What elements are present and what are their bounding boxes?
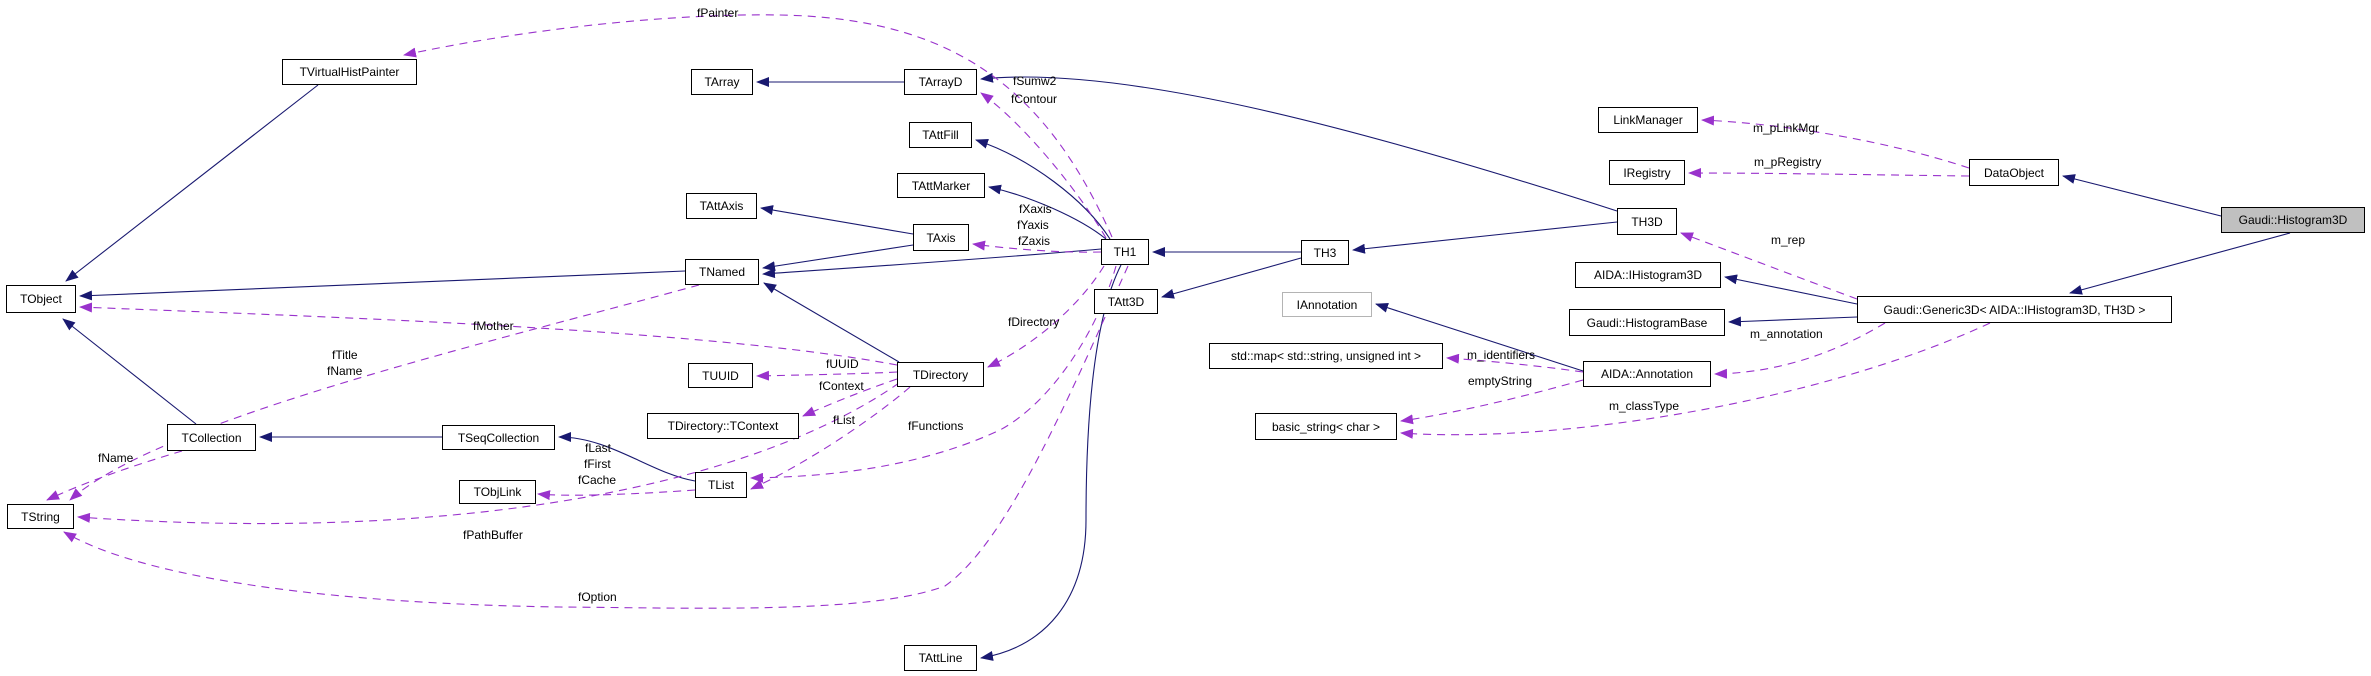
edge-label-m-pregistry: m_pRegistry — [1754, 155, 1822, 169]
edge-label-fcontext: fContext — [819, 379, 864, 393]
edge-label-m-plinkmgr: m_pLinkMgr — [1753, 121, 1820, 135]
edge-label-fmother: fMother — [473, 319, 514, 333]
node-taxis[interactable]: TAxis — [913, 224, 969, 251]
node-linkmanager[interactable]: LinkManager — [1598, 107, 1698, 133]
edge-tcollection-tobject — [62, 318, 197, 425]
edge-taxis-tattaxis — [760, 205, 914, 235]
node-tattfill[interactable]: TAttFill — [909, 122, 972, 148]
edge-fname — [46, 450, 183, 501]
edge-m-plinkmgr — [1701, 115, 1970, 169]
edge-label-fzaxis: fZaxis — [1018, 234, 1051, 248]
node-tattmarker[interactable]: TAttMarker — [897, 173, 985, 198]
node-tlist[interactable]: TList — [695, 472, 747, 498]
edge-emptystring — [1400, 379, 1584, 425]
edge-fxyz-axis — [972, 240, 1102, 253]
edge-label-ffirst: fFirst — [584, 457, 611, 471]
edge-th1-tattfill — [975, 139, 1111, 240]
edge-th3d-th3 — [1352, 221, 1618, 254]
edge-fpathbuffer — [77, 382, 900, 525]
node-aida-ihistogram3d[interactable]: AIDA::IHistogram3D — [1575, 262, 1721, 288]
node-iannotation[interactable]: IAnnotation — [1282, 292, 1372, 317]
edge-m-classtype — [1400, 322, 1991, 439]
edge-label-fyaxis: fYaxis — [1017, 218, 1049, 232]
node-tobjlink[interactable]: TObjLink — [459, 480, 536, 504]
node-tattline[interactable]: TAttLine — [904, 645, 977, 671]
edge-fpainter — [403, 14, 1113, 238]
edge-th1-tnamed — [762, 248, 1102, 279]
node-aida-annotation[interactable]: AIDA::Annotation — [1583, 361, 1711, 387]
edge-aidaannotation-iannotation — [1375, 302, 1584, 372]
edge-fcontext — [802, 378, 898, 417]
edge-flast-ffirst-fcache — [537, 489, 696, 501]
edge-generic3d-histogrambase — [1728, 316, 1858, 327]
node-iregistry[interactable]: IRegistry — [1609, 160, 1685, 185]
edge-th1-tattline — [980, 264, 1122, 661]
node-th3[interactable]: TH3 — [1301, 240, 1349, 265]
node-tarray[interactable]: TArray — [691, 69, 753, 95]
node-dataobject[interactable]: DataObject — [1969, 159, 2059, 186]
node-tvirtualhistpainter[interactable]: TVirtualHistPainter — [282, 59, 417, 85]
node-tstring[interactable]: TString — [7, 504, 74, 529]
node-gaudi-histogrambase[interactable]: Gaudi::HistogramBase — [1569, 309, 1725, 336]
node-tarrayd[interactable]: TArrayD — [904, 69, 977, 95]
edge-th3d-tarrayd — [980, 72, 1618, 212]
node-tobject[interactable]: TObject — [6, 285, 76, 313]
node-th3d[interactable]: TH3D — [1617, 208, 1677, 235]
edge-label-flast: fLast — [585, 441, 612, 455]
node-basic-string[interactable]: basic_string< char > — [1255, 413, 1397, 440]
edge-label-ffunctions: fFunctions — [908, 419, 964, 433]
edge-label-fcache: fCache — [578, 473, 617, 487]
node-tdirectory-tcontext[interactable]: TDirectory::TContext — [647, 413, 799, 439]
edge-m-identifiers — [1446, 353, 1584, 373]
node-stdmap[interactable]: std::map< std::string, unsigned int > — [1209, 343, 1443, 369]
edge-label-fuuid: fUUID — [826, 357, 859, 371]
node-tseqcollection[interactable]: TSeqCollection — [442, 425, 555, 450]
edge-label-fxaxis: fXaxis — [1019, 202, 1052, 216]
edge-fuuid — [756, 370, 898, 381]
node-gaudi-generic3d[interactable]: Gaudi::Generic3D< AIDA::IHistogram3D, TH… — [1857, 296, 2172, 323]
node-tcollection[interactable]: TCollection — [167, 424, 256, 451]
edge-label-fcontour: fContour — [1011, 92, 1058, 106]
edge-m-annotation — [1714, 322, 1886, 379]
edge-label-ftitle: fTitle — [332, 348, 358, 362]
edge-fsumw2-fcontour — [980, 92, 1107, 239]
edge-m-pregistry — [1688, 168, 1970, 179]
node-tatt3d[interactable]: TAtt3D — [1094, 289, 1158, 314]
edge-ffunctions — [750, 265, 1117, 483]
node-tdirectory[interactable]: TDirectory — [897, 362, 984, 387]
edge-flist — [750, 386, 911, 490]
edge-label-fpainter: fPainter — [697, 6, 739, 20]
edge-label-emptystring: emptyString — [1468, 374, 1533, 388]
edge-tdirectory-tnamed — [763, 282, 900, 363]
node-gaudi-histogram3d[interactable]: Gaudi::Histogram3D — [2221, 207, 2365, 233]
edge-label-m-identifiers: m_identifiers — [1467, 348, 1536, 362]
edge-tvirtualhistpainter-tobject — [65, 84, 319, 282]
node-tuuid[interactable]: TUUID — [688, 363, 753, 388]
edge-label-fsumw2: fSumw2 — [1013, 74, 1057, 88]
edge-tnamed-tobject — [79, 270, 686, 301]
edge-taxis-tnamed — [762, 244, 914, 272]
edge-histogram3d-dataobject — [2062, 174, 2222, 217]
edge-histogram3d-generic3d — [2069, 232, 2291, 295]
edge-label-fdirectory: fDirectory — [1008, 315, 1060, 329]
node-th1[interactable]: TH1 — [1101, 239, 1149, 265]
node-tattaxis[interactable]: TAttAxis — [686, 193, 757, 219]
edge-label-foption: fOption — [578, 590, 617, 604]
node-tnamed[interactable]: TNamed — [685, 259, 759, 285]
edge-generic3d-aidaihistogram3d — [1724, 274, 1858, 305]
edge-label-m-annotation: m_annotation — [1750, 327, 1823, 341]
edge-fmother — [79, 302, 898, 366]
edge-th3-tatt3d — [1161, 257, 1302, 299]
edge-th1-tattmarker — [988, 184, 1107, 240]
edge-label-fpathbuffer: fPathBuffer — [463, 528, 523, 542]
edge-ftitle-fname — [69, 284, 700, 501]
edge-fdirectory — [987, 265, 1105, 368]
edge-label-m-rep: m_rep — [1771, 233, 1806, 247]
edge-label-fname-tnamed: fName — [327, 364, 363, 378]
edge-label-flist: fList — [833, 413, 856, 427]
edge-label-fname-tcollection: fName — [98, 451, 134, 465]
edge-label-m-classtype: m_classType — [1609, 399, 1680, 413]
